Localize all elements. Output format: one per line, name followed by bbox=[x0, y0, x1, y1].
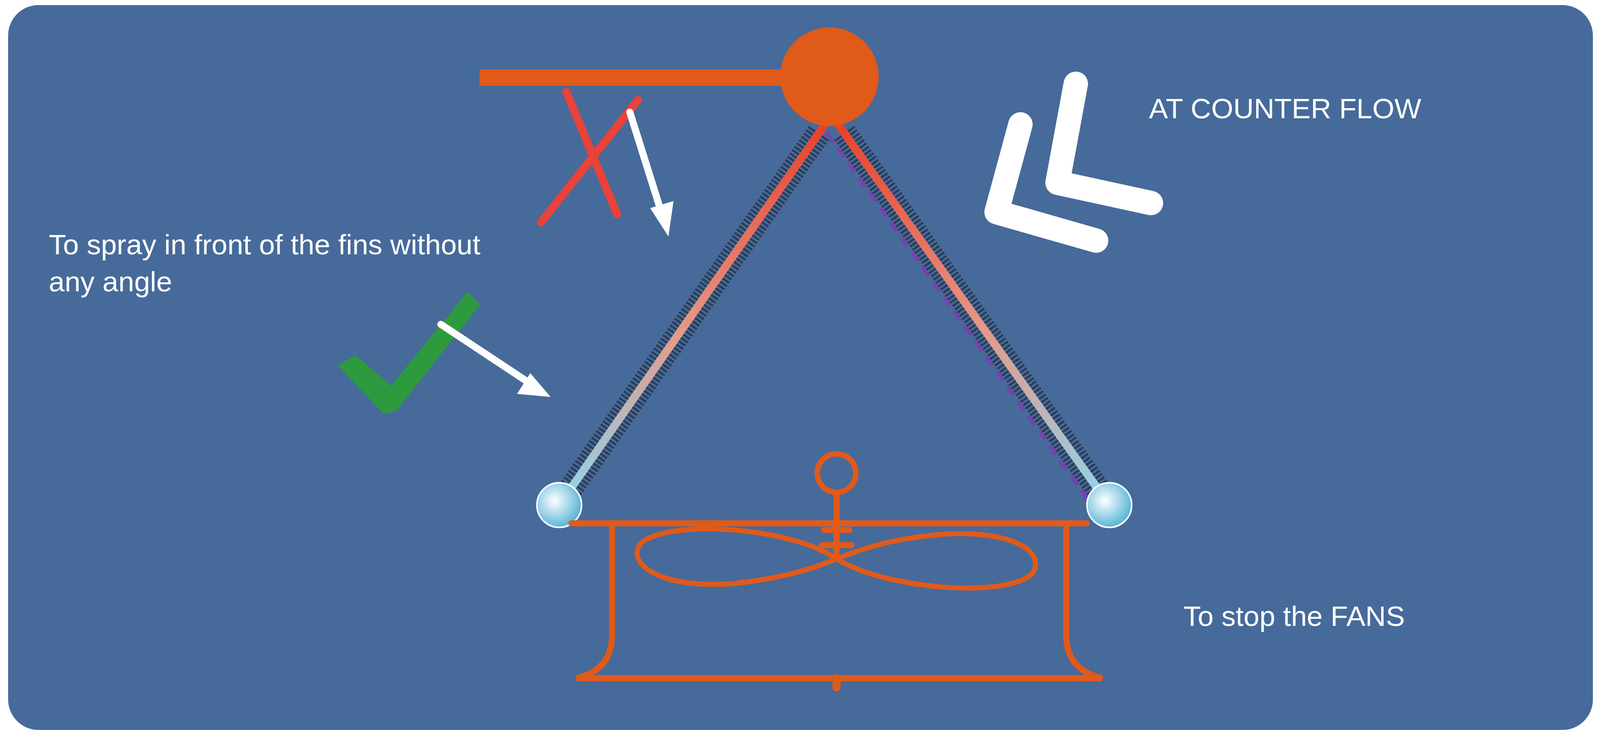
spray-arrow-correct bbox=[440, 324, 551, 398]
airflow-chevrons bbox=[996, 83, 1151, 241]
fin-hatching bbox=[554, 126, 1114, 505]
header-pipe bbox=[479, 69, 805, 86]
header-drum bbox=[780, 27, 879, 126]
fan-housing bbox=[571, 454, 1103, 688]
spray-note: To spray in front of the fins without an… bbox=[48, 226, 506, 301]
spray-arrow-wrong bbox=[629, 112, 674, 237]
fan-note: To stop the FANS bbox=[1183, 598, 1405, 636]
background bbox=[8, 5, 1593, 731]
correct-mark bbox=[337, 292, 480, 414]
flow-note: AT COUNTER FLOW bbox=[1148, 90, 1422, 128]
coil-end bbox=[1086, 483, 1132, 528]
wrong-mark bbox=[540, 91, 638, 223]
